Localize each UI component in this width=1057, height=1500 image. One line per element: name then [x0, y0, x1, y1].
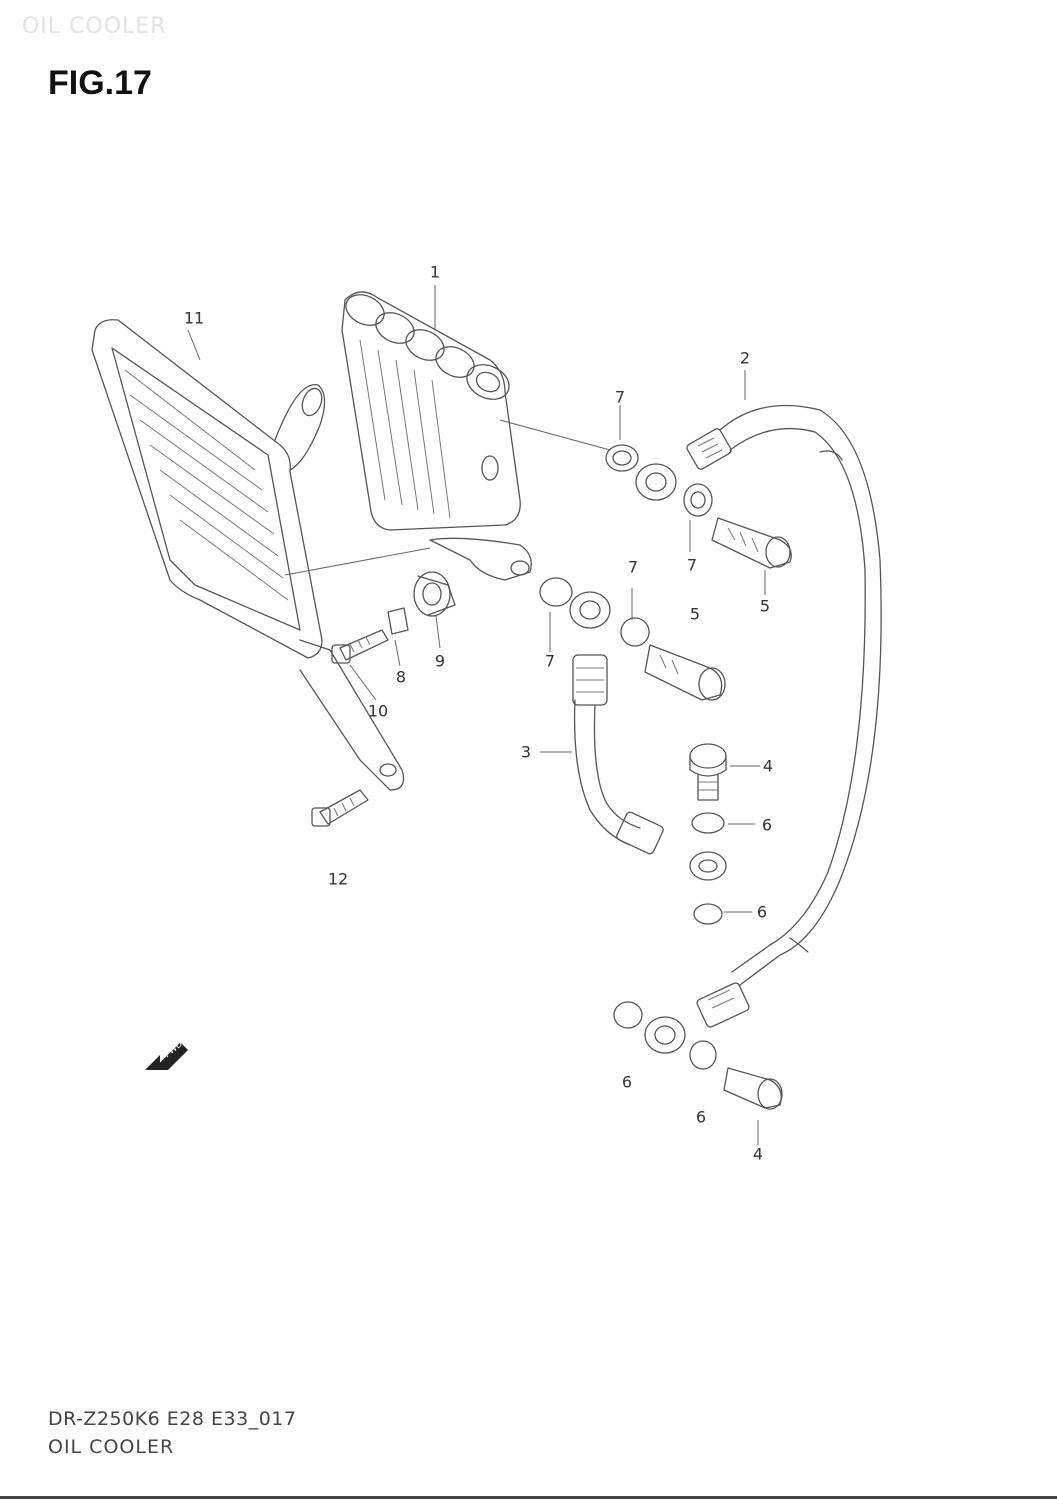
callout-5-upper: 5: [759, 596, 771, 616]
callout-12: 12: [327, 869, 349, 889]
fwd-arrow-icon: FWD: [145, 1039, 188, 1070]
callout-2: 2: [739, 348, 751, 368]
callout-8: 8: [395, 667, 407, 687]
callout-11: 11: [183, 308, 205, 328]
oil-hose-part-2: [686, 404, 882, 1028]
model-code: DR-Z250K6 E28 E33_017: [48, 1408, 297, 1430]
oil-hose-part-3: [572, 654, 727, 881]
callout-10: 10: [367, 701, 389, 721]
callout-6-b: 6: [756, 902, 768, 922]
callout-5-lower: 5: [689, 604, 701, 624]
callout-7-c: 7: [627, 557, 639, 577]
oil-cooler-part-1: [341, 291, 611, 581]
callout-9: 9: [434, 651, 446, 671]
callout-6-a: 6: [761, 815, 773, 835]
figure-title: FIG.17: [48, 64, 152, 102]
callout-7-b: 7: [686, 555, 698, 575]
banjo-fittings: [539, 444, 725, 1070]
callout-3: 3: [520, 742, 532, 762]
callout-6-d: 6: [695, 1107, 707, 1127]
guard-frame-part-11: [91, 319, 431, 791]
bolt-part-12: [311, 789, 369, 827]
section-name: OIL COOLER: [48, 1436, 175, 1458]
mount-hardware-parts-8-9-10: [331, 571, 456, 664]
watermark-text: OIL COOLER: [22, 14, 167, 39]
callout-4-lower: 4: [752, 1144, 764, 1164]
callout-1: 1: [429, 262, 441, 282]
banjo-bolt-part-4: [689, 743, 783, 1110]
callout-6-c: 6: [621, 1072, 633, 1092]
callout-7-a: 7: [614, 387, 626, 407]
callout-4-upper: 4: [762, 756, 774, 776]
callout-leader-lines: [187, 285, 766, 1145]
callout-7-d: 7: [544, 651, 556, 671]
bottom-divider: [0, 1496, 1057, 1499]
union-bolt-part-5: [644, 517, 792, 701]
